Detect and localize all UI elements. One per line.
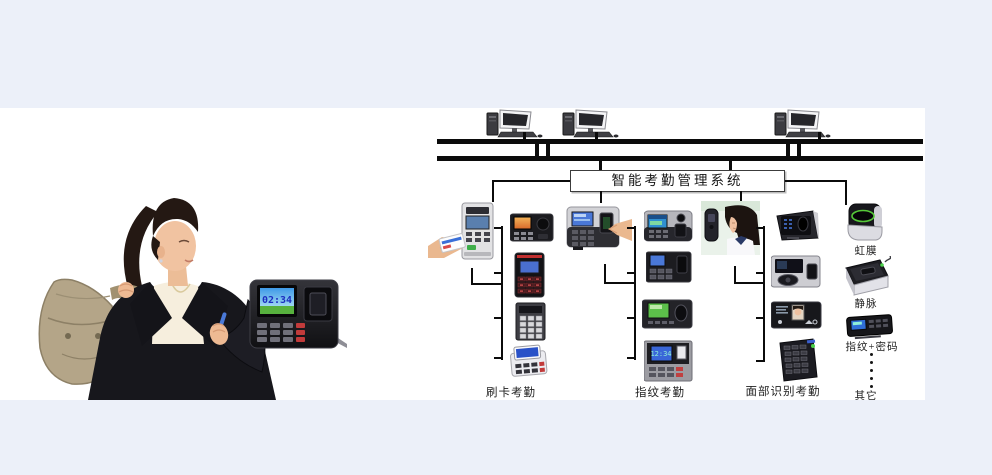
device-keypad: [257, 323, 293, 342]
finger-on-fingerprint-terminal-icon: [566, 206, 632, 250]
desktop-computer-icon: [774, 109, 831, 138]
woman-facing-face-scanner-icon: [701, 201, 760, 255]
bus-connector: [546, 141, 550, 159]
group3-trunk-line: [763, 226, 765, 362]
bus-connector: [797, 141, 801, 159]
computer-drop-line: [595, 132, 598, 140]
group2-link-v: [604, 264, 606, 284]
hand-swiping-card-reader-icon: [428, 202, 494, 260]
group1-trunk-line: [501, 226, 503, 360]
vein-label: 静脉: [854, 299, 878, 310]
pos-card-terminal-icon: [510, 344, 548, 377]
group1-link-v: [471, 268, 473, 285]
face-fingerprint-terminal-icon: [771, 255, 821, 288]
white-content-panel: 02:34: [0, 108, 925, 400]
group1-stub: [494, 317, 502, 319]
group3-label: 面部识别考勤: [745, 386, 821, 398]
bus-connector: [535, 141, 539, 159]
system-title: 智能考勤管理系统: [611, 173, 744, 188]
group2-stub: [627, 317, 635, 319]
bus-line-bottom: [437, 156, 923, 161]
fingerprint-password-label: 指纹+密码: [845, 342, 899, 353]
branch-line-center1-drop: [600, 191, 602, 203]
fingerprint-terminal-compact-icon: [646, 251, 692, 283]
device-clock: 02:34: [262, 295, 292, 306]
bus-to-box-line: [729, 161, 732, 171]
branch-line-left: [492, 180, 570, 182]
card-reader-red-keypad-icon: [514, 252, 545, 298]
branch-line-right: [785, 180, 847, 182]
group1-stub: [494, 357, 502, 359]
bus-connector: [786, 141, 790, 159]
bus-to-box-line: [599, 161, 602, 171]
group1-link-h: [471, 283, 503, 285]
fingerprint-password-terminal-icon: [846, 314, 893, 340]
fingerprint-terminal-camera-icon: [644, 210, 693, 242]
group2-link-h: [604, 282, 636, 284]
svg-text:12:34: 12:34: [650, 350, 671, 358]
group3-stub: [756, 360, 764, 362]
group3-link-h: [734, 282, 765, 284]
computer-drop-line: [523, 132, 526, 140]
branch-line-right-drop: [845, 180, 847, 205]
system-title-box: 智能考勤管理系统: [570, 170, 785, 192]
access-control-keypad-icon: [515, 302, 546, 341]
iris-label: 虹膜: [854, 246, 878, 257]
device-screen: [260, 288, 294, 308]
group2-stub: [627, 227, 635, 229]
desktop-computer-icon: [486, 109, 543, 138]
group3-stub: [756, 227, 764, 229]
card-terminal-photo-screen-icon: [510, 213, 554, 242]
group2-stub: [627, 272, 635, 274]
fingerprint-attendance-device-icon: 02:34: [249, 279, 347, 349]
group1-label: 刷卡考勤: [486, 387, 536, 399]
group3-stub: [756, 317, 764, 319]
woman-with-backpack-photo: [38, 198, 276, 400]
fingerprint-terminal-green-screen-icon: [642, 299, 693, 329]
face-photo-panel-icon: [771, 301, 822, 329]
fingerprint-terminal-keypad-icon: 12:34: [644, 340, 693, 382]
face-recognition-terminal-icon: [776, 210, 819, 241]
bus-line-top: [437, 139, 923, 144]
group2-stub: [627, 357, 635, 359]
group3-link-v: [734, 266, 736, 284]
others-label: 其它: [854, 391, 878, 400]
face-terminal-keypad-icon: [779, 338, 818, 382]
group1-stub: [494, 227, 502, 229]
computer-drop-line: [818, 132, 821, 140]
branch-line-center2-drop: [740, 191, 742, 203]
group3-stub: [756, 272, 764, 274]
branch-line-left-drop: [492, 180, 494, 202]
group1-stub: [494, 272, 502, 274]
vein-scanner-icon: [845, 256, 891, 296]
iris-scanner-icon: [847, 203, 883, 241]
group2-label: 指纹考勤: [635, 387, 685, 399]
group2-trunk-line: [634, 226, 636, 360]
desktop-computer-icon: [562, 109, 619, 138]
